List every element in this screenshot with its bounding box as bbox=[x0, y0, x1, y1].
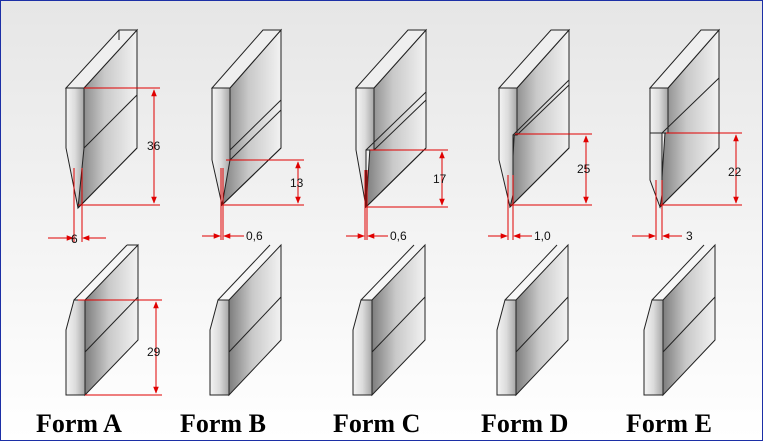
form-a-height-label: 36 bbox=[147, 139, 161, 153]
form-a-dimensions bbox=[48, 87, 160, 242]
form-b-bottom-blade bbox=[209, 243, 282, 397]
form-d-label: Form D bbox=[481, 409, 568, 438]
form-b-height-label: 13 bbox=[290, 176, 304, 190]
form-e-height-label: 22 bbox=[728, 165, 742, 179]
form-e-bottom-blade bbox=[643, 243, 716, 397]
form-e-width-label: 3 bbox=[686, 229, 693, 243]
form-d-bottom-blade bbox=[496, 243, 569, 397]
form-d-top-blade bbox=[497, 28, 571, 209]
form-e-label: Form E bbox=[626, 409, 712, 438]
form-a-bottom-height-label: 29 bbox=[147, 345, 161, 359]
form-b-width-label: 0,6 bbox=[246, 229, 263, 243]
form-a-bottom-blade bbox=[65, 243, 139, 397]
form-a-width-label: 6 bbox=[71, 232, 78, 246]
form-d-dimensions bbox=[488, 133, 592, 240]
form-c-label: Form C bbox=[333, 409, 420, 438]
form-e-dimensions bbox=[632, 132, 742, 240]
form-b-dimensions bbox=[202, 159, 304, 240]
form-c-top-blade bbox=[354, 28, 428, 209]
form-a-bottom-dimensions bbox=[78, 299, 162, 396]
form-d-height-label: 25 bbox=[577, 162, 591, 176]
form-b-top-blade bbox=[210, 28, 283, 207]
form-a-top-blade bbox=[64, 28, 139, 210]
form-b-label: Form B bbox=[180, 409, 266, 438]
form-c-height-label: 17 bbox=[433, 172, 447, 186]
form-d-width-label: 1,0 bbox=[534, 229, 551, 243]
form-c-width-label: 0,6 bbox=[390, 229, 407, 243]
form-e-top-blade bbox=[648, 28, 721, 209]
form-c-bottom-blade bbox=[352, 243, 426, 397]
form-c-dimensions bbox=[346, 149, 448, 240]
form-a-label: Form A bbox=[36, 409, 122, 438]
